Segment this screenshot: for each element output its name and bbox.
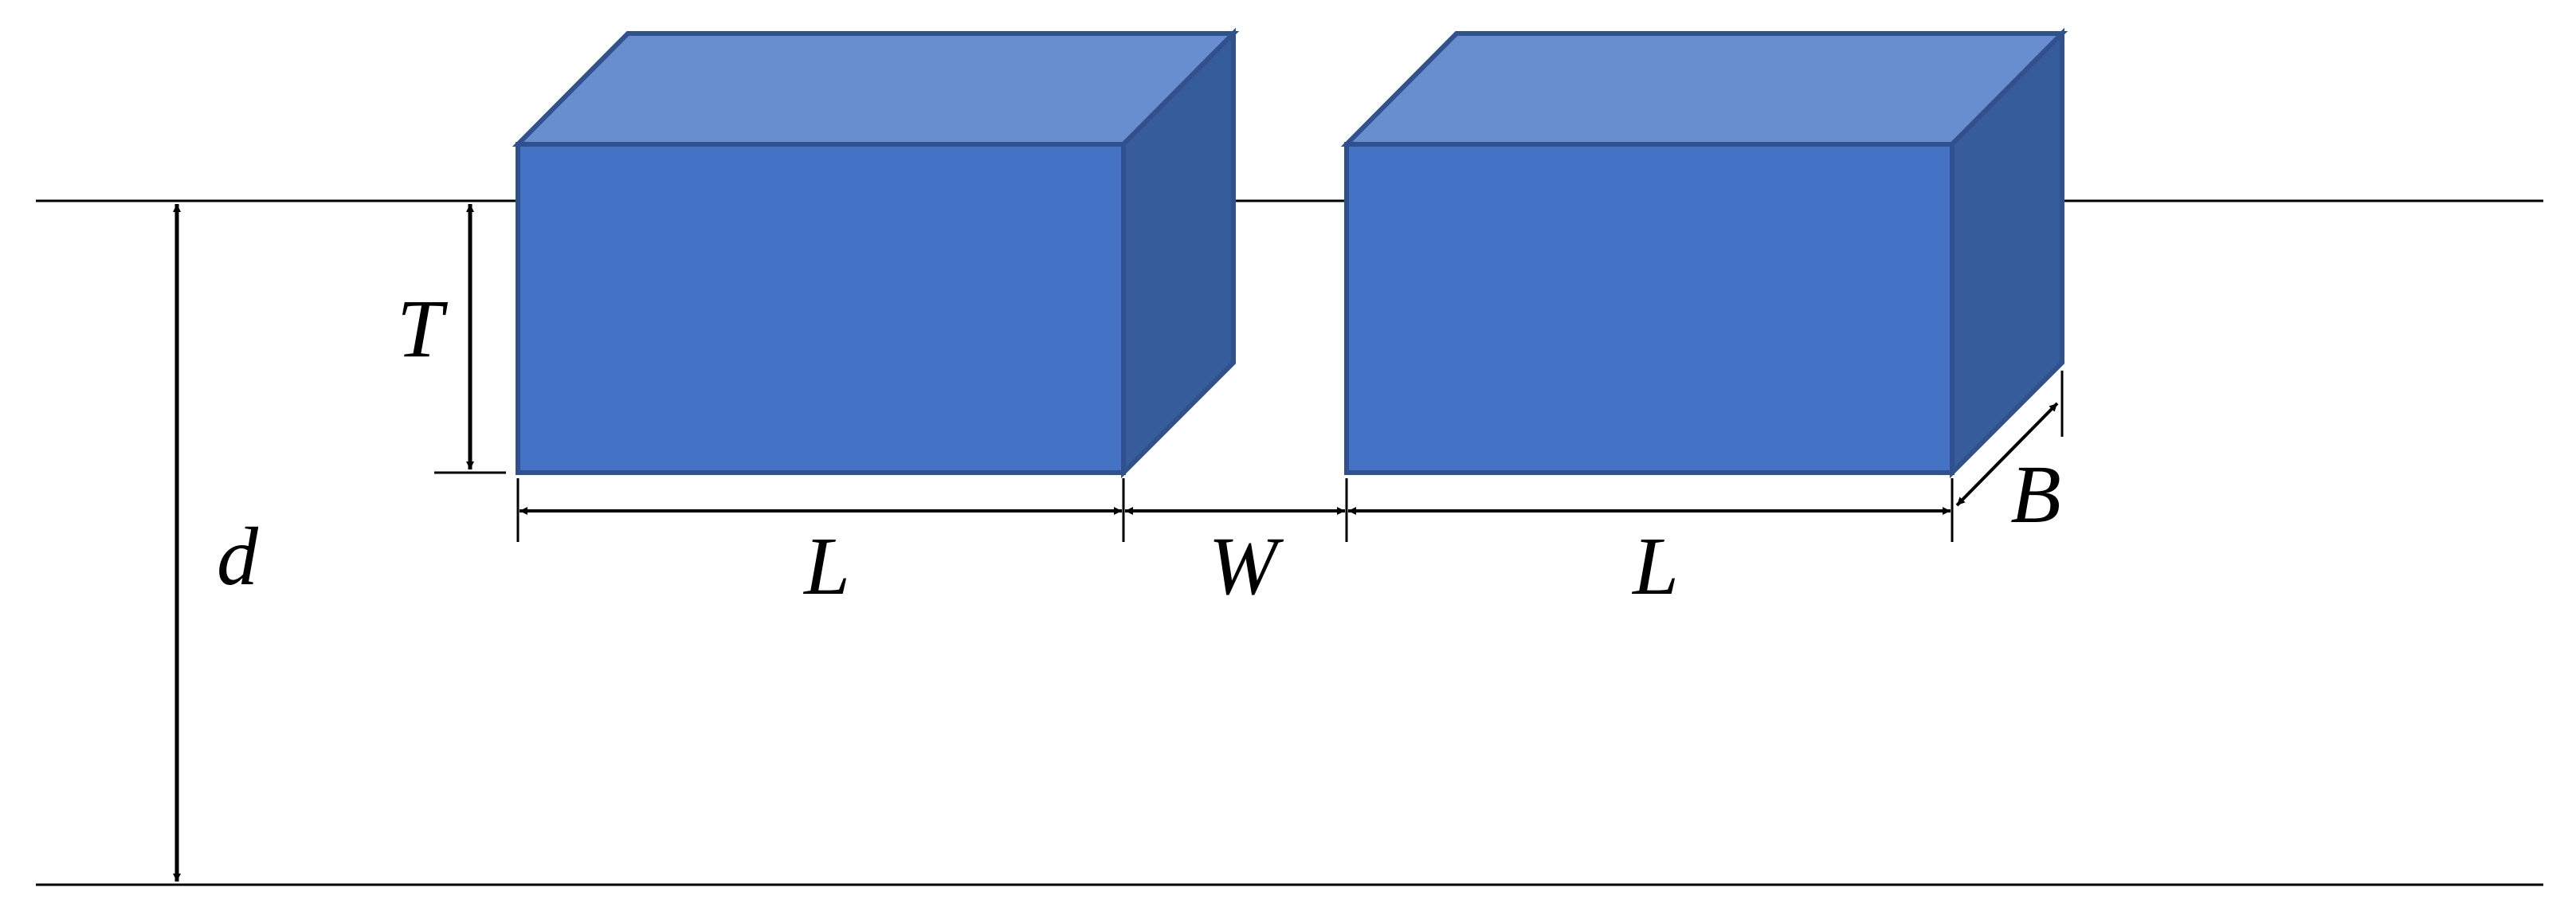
left-box-top-face — [512, 31, 1240, 147]
left-box-front-face — [516, 142, 1126, 475]
label-length-right: L — [1631, 520, 1679, 612]
right-box-front-face — [1344, 142, 1955, 475]
left-box — [512, 27, 1240, 479]
label-gap: W — [1209, 520, 1284, 612]
right-box — [1340, 27, 2068, 479]
label-depth: d — [217, 511, 259, 603]
beam-arrow — [1955, 402, 2059, 507]
label-draft: T — [397, 283, 448, 375]
label-beam: B — [2010, 449, 2061, 540]
label-length-left: L — [802, 520, 850, 612]
right-box-top-face — [1340, 31, 2068, 147]
